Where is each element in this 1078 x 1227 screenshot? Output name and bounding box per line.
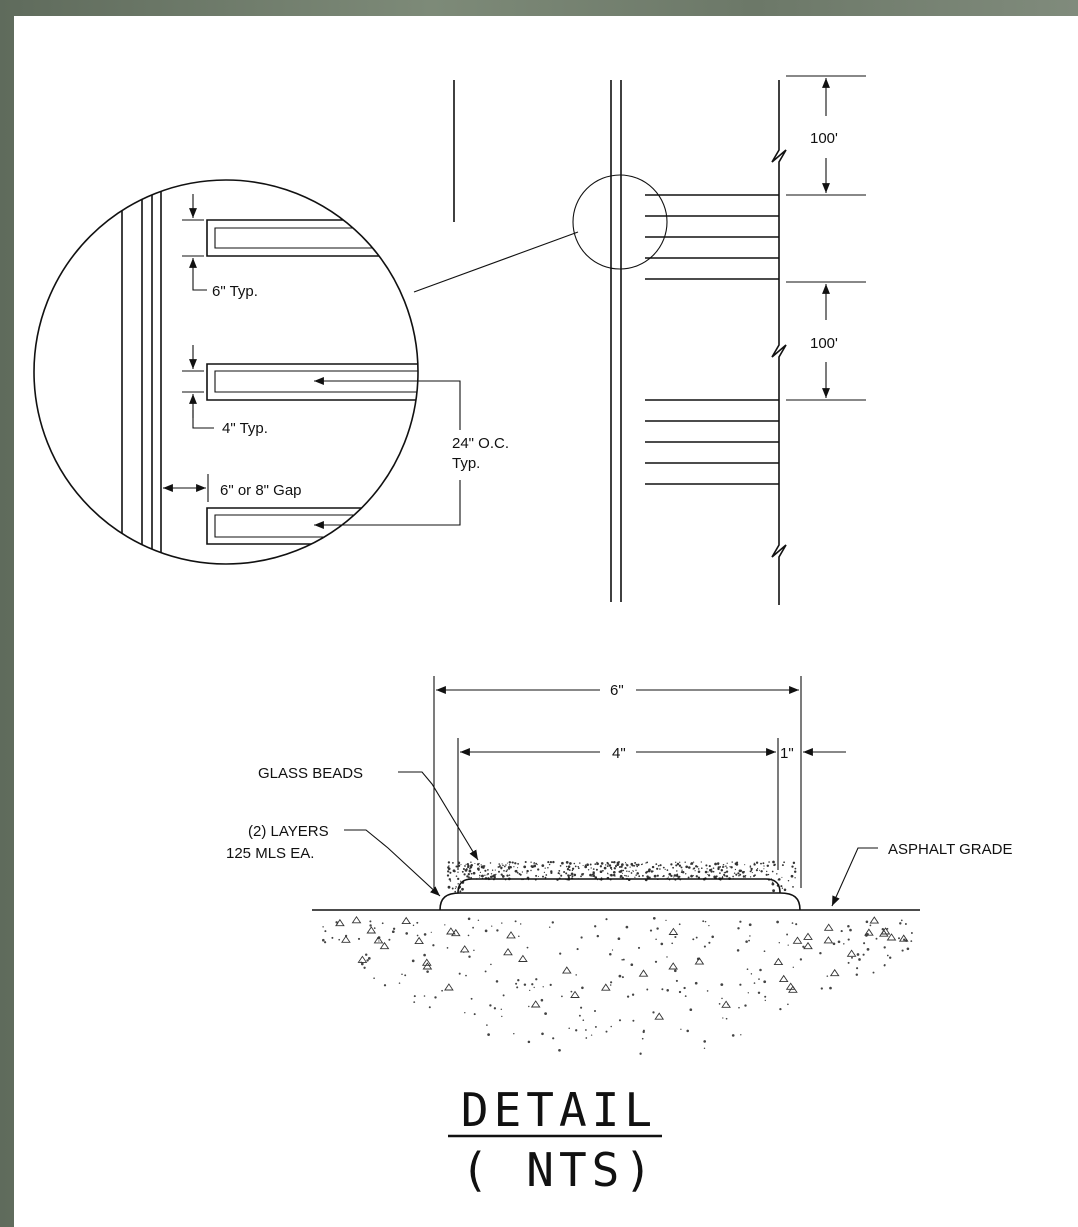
label-glass-beads: GLASS BEADS [258, 765, 363, 782]
label-layers-line1: (2) LAYERS [248, 823, 329, 840]
plan-view: 100' 100' [413, 75, 866, 605]
asphalt-grade-leader [831, 847, 878, 907]
spacing-dimension-1 [786, 75, 866, 196]
dim-label-1in: 1" [780, 745, 794, 762]
detail-title: DETAIL ( NTS) [448, 1083, 662, 1197]
spacing-label-top: 100' [810, 130, 838, 147]
label-asphalt-grade: ASPHALT GRADE [888, 841, 1012, 858]
cross-section: 6" 4" 1" GLASS BEADS (2) LAYERS 125 MLS … [226, 676, 1012, 1055]
dim-label-6-typ: 6" Typ. [212, 283, 258, 300]
spacing-label-bottom: 100' [810, 335, 838, 352]
dim-label-6in: 6" [610, 682, 624, 699]
stripe-layer-top [457, 878, 781, 894]
dim-label-4-typ: 4" Typ. [222, 420, 268, 437]
inset-circle [33, 179, 419, 565]
oc-leader-1 [314, 377, 461, 430]
layers-leader [344, 829, 441, 897]
callout-circle [572, 174, 668, 270]
title-detail: DETAIL [461, 1083, 657, 1137]
inset-stripe-1 [206, 219, 418, 257]
asphalt-aggregate-texture [322, 915, 913, 1055]
dim-label-4in: 4" [612, 745, 626, 762]
oc-label-line1: 24" O.C. [452, 435, 509, 452]
road-edge-break-line [771, 80, 787, 605]
glass-beads-texture [446, 860, 797, 893]
inset-stripe-3 [206, 507, 418, 545]
dim-label-gap: 6" or 8" Gap [220, 482, 302, 499]
inset-detail: 6" Typ. 4" Typ. 24" O.C. Typ. 6" or 8" G… [33, 179, 509, 565]
callout-leader [413, 231, 579, 293]
glass-beads-leader [398, 771, 479, 861]
rumble-stripe-group-2 [645, 399, 779, 485]
title-nts: ( NTS) [461, 1143, 657, 1197]
label-layers-line2: 125 MLS EA. [226, 845, 314, 862]
oc-label-line2: Typ. [452, 455, 480, 472]
oc-leader-2 [314, 480, 461, 529]
rumble-stripe-group-1 [645, 194, 779, 280]
stripe-layer-bottom [439, 892, 801, 911]
spacing-dimension-2 [786, 281, 866, 401]
inset-stripe-2 [206, 363, 418, 401]
